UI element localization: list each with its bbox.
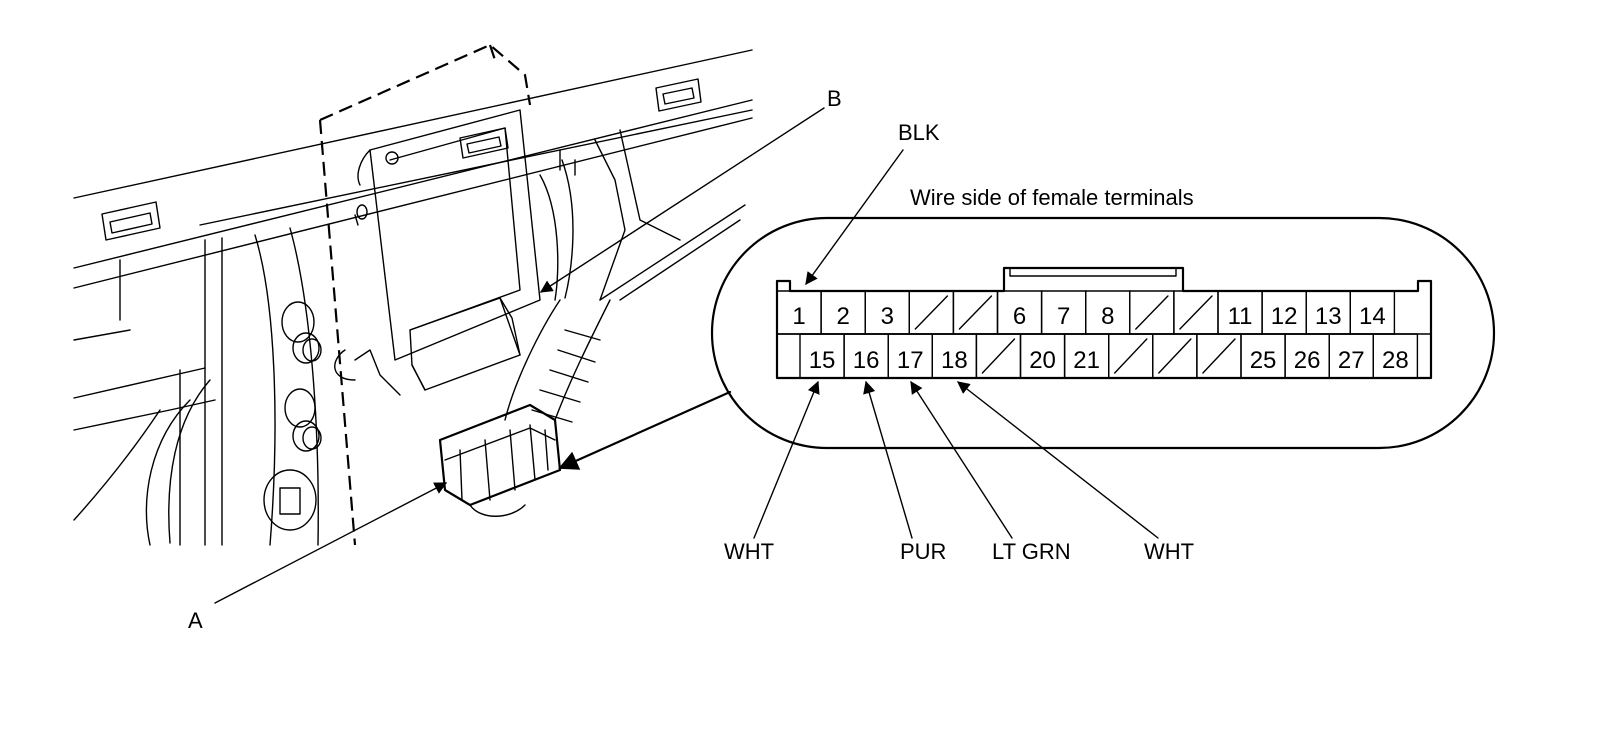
wire-label-pur: PUR	[900, 539, 946, 564]
callout-b-label: B	[827, 86, 842, 111]
terminal-number: 11	[1228, 303, 1253, 330]
terminal-cell: 15	[799, 333, 845, 379]
leader-line-a	[214, 482, 448, 604]
terminal-cell: 20	[1019, 333, 1066, 379]
terminal-number: 13	[1315, 303, 1342, 330]
wire-leaders	[753, 149, 1159, 539]
wire-harness	[504, 129, 746, 423]
terminal-cell	[1152, 333, 1198, 379]
terminal-number: 1	[792, 303, 805, 330]
leader-blk	[805, 149, 904, 286]
dashboard-illustration	[73, 43, 825, 604]
terminal-cell	[908, 290, 955, 335]
panel-button-1	[281, 301, 322, 364]
terminal-unused-slash	[981, 338, 1016, 374]
terminal-cell-border	[1372, 333, 1419, 379]
terminal-number: 2	[836, 303, 849, 330]
control-unit-b	[334, 109, 541, 396]
terminal-cell: 1	[776, 290, 822, 335]
terminal-cell: 17	[887, 333, 934, 379]
terminal-cell: 25	[1240, 333, 1286, 379]
terminal-number: 26	[1294, 347, 1321, 374]
leader-pur	[863, 380, 913, 539]
terminal-unused-slash	[1113, 338, 1148, 374]
leader-wht-18	[957, 381, 1159, 539]
terminal-unused-slash	[1158, 338, 1192, 374]
terminal-number: 18	[941, 347, 968, 374]
wire-label-lt-grn: LT GRN	[992, 539, 1071, 564]
terminal-number: 12	[1271, 303, 1298, 330]
terminal-number: 6	[1013, 303, 1026, 330]
leader-lt-grn	[910, 380, 1013, 539]
leader-wht-15	[753, 380, 820, 539]
leader-line-b	[539, 107, 825, 293]
beam-slot-right	[655, 78, 702, 112]
terminal-unused-slash	[1135, 295, 1169, 330]
terminal-number: 27	[1338, 347, 1365, 374]
terminal-cell: 28	[1372, 333, 1419, 379]
terminal-number: 14	[1359, 303, 1386, 330]
terminal-number: 28	[1382, 347, 1409, 374]
terminal-number: 21	[1073, 347, 1100, 374]
terminal-cell: 26	[1284, 333, 1330, 379]
terminal-cell: 27	[1328, 333, 1374, 379]
terminal-cell	[975, 333, 1022, 379]
terminal-number: 8	[1101, 303, 1114, 330]
panel-button-2	[284, 388, 322, 452]
terminal-number: 20	[1029, 347, 1056, 374]
terminal-unused-slash	[914, 295, 949, 330]
terminal-cell: 11	[1217, 290, 1263, 335]
terminal-number: 17	[897, 347, 924, 374]
terminal-number: 7	[1057, 303, 1070, 330]
connector-view-title: Wire side of female terminals	[910, 185, 1194, 210]
beam-slot-mid	[459, 127, 509, 159]
beam-slot-left	[101, 201, 161, 241]
terminal-cell: 21	[1063, 333, 1110, 379]
wire-label-wht-15: WHT	[724, 539, 774, 564]
terminal-number: 25	[1250, 347, 1277, 374]
wire-label-wht-18: WHT	[1144, 539, 1194, 564]
terminal-cell: 3	[864, 290, 911, 335]
terminal-cell	[1107, 333, 1154, 379]
terminal-unused-slash	[1202, 338, 1236, 374]
terminal-row-bottom: 15 16 17 18 20 21 25 26 27 28	[799, 333, 1419, 379]
terminal-unused-slash	[1179, 295, 1213, 330]
terminal-cell: 8	[1084, 290, 1131, 335]
terminal-cell: 18	[931, 333, 978, 379]
connector-lock-tab	[1009, 267, 1177, 277]
terminal-cell: 12	[1261, 290, 1307, 335]
terminal-cell: 14	[1349, 290, 1396, 335]
terminal-cell: 2	[820, 290, 866, 335]
terminal-cell: 16	[843, 333, 889, 379]
terminal-cell: 13	[1305, 290, 1351, 335]
terminal-unused-slash	[958, 295, 993, 330]
callout-a-label: A	[188, 608, 203, 633]
terminal-number: 3	[881, 303, 894, 330]
terminal-cell	[952, 290, 999, 335]
panel-usb-port	[263, 469, 317, 531]
terminal-cell	[1196, 333, 1242, 379]
view-arrow	[558, 390, 732, 470]
terminal-cell	[1173, 290, 1219, 335]
connector-view-bubble	[710, 216, 1496, 450]
wire-label-blk: BLK	[898, 120, 940, 145]
terminal-cell: 6	[996, 290, 1043, 335]
connector-a	[438, 403, 562, 517]
terminal-cell	[1129, 290, 1175, 335]
connector-face	[775, 266, 1433, 380]
terminal-cell: 7	[1040, 290, 1087, 335]
terminal-number: 16	[853, 347, 880, 374]
terminal-number: 15	[809, 347, 836, 374]
